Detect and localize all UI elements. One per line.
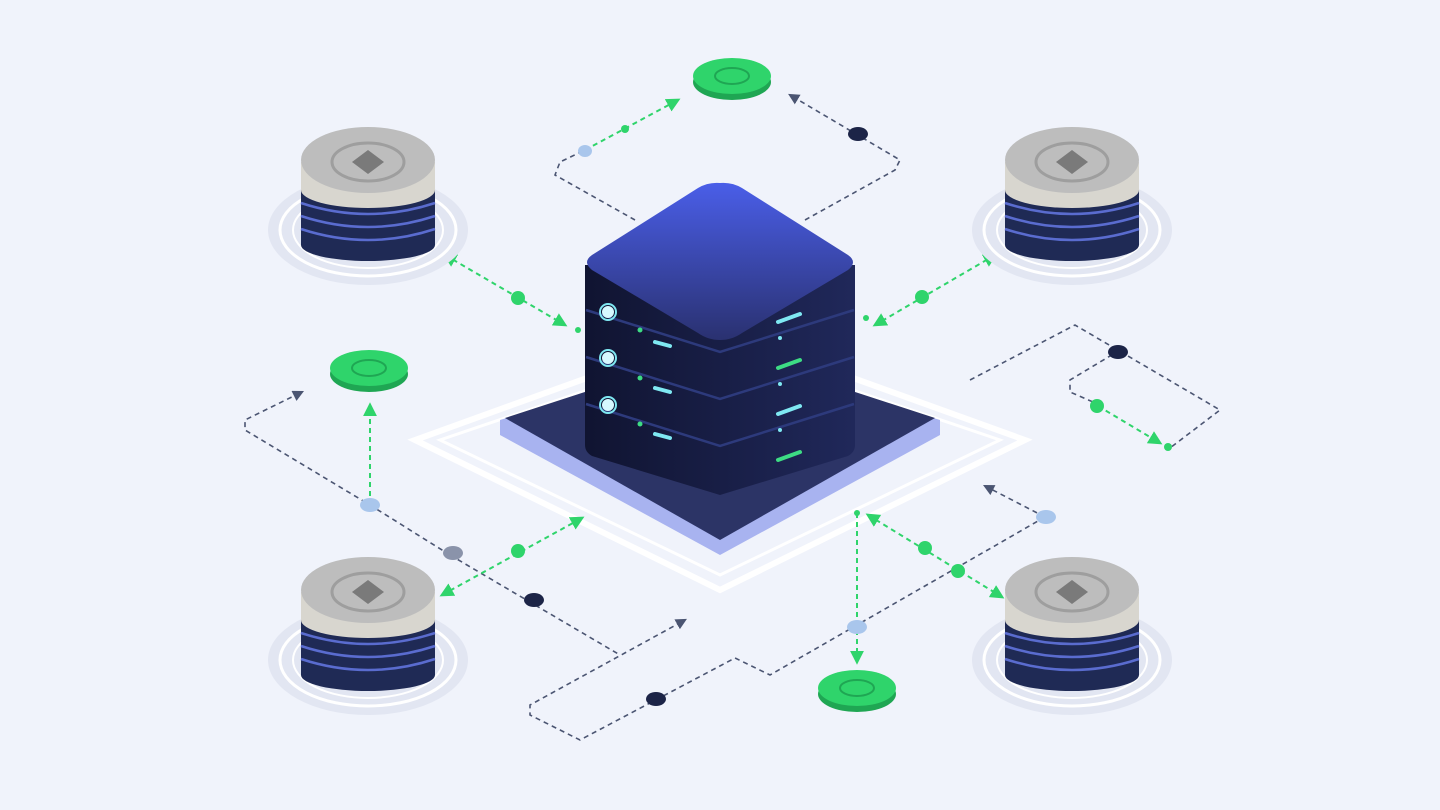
server-rack-icon	[585, 182, 855, 495]
green-dashed-links	[363, 98, 1163, 665]
database-node[interactable]	[268, 127, 468, 285]
route-dots	[360, 125, 1172, 706]
server-status-leds	[599, 303, 802, 462]
database-node[interactable]	[972, 557, 1172, 715]
database-node[interactable]	[268, 557, 468, 715]
green-token-icon[interactable]	[330, 350, 408, 392]
gray-dashed-routes	[244, 93, 1222, 741]
green-token-icon[interactable]	[818, 670, 896, 712]
platform-rings	[407, 326, 1033, 594]
green-token-icon[interactable]	[693, 58, 771, 100]
database-node[interactable]	[972, 127, 1172, 285]
